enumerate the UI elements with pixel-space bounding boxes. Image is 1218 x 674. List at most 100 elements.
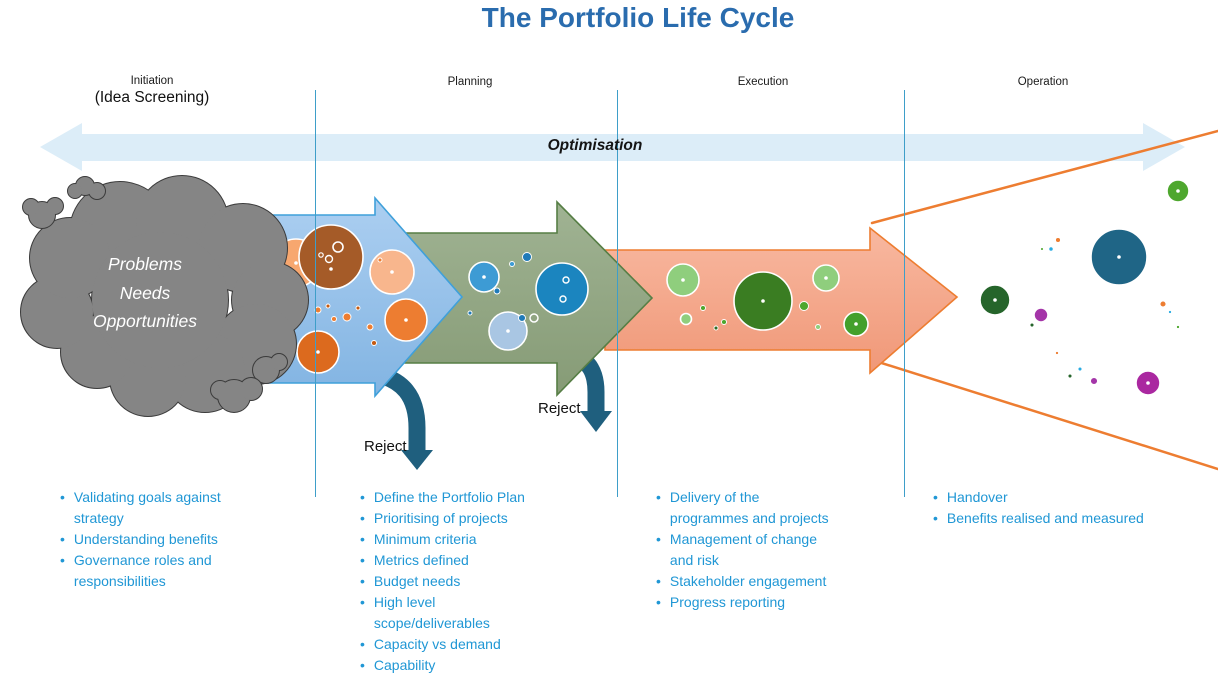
bubble <box>535 262 589 316</box>
bullet-icon: • <box>656 489 661 505</box>
bubble <box>1167 309 1173 315</box>
list-item-text: Metrics defined <box>373 552 469 568</box>
list-item: •Validating goals against strategy <box>60 487 320 529</box>
bubble-center-dot <box>993 298 997 302</box>
bubble <box>1029 322 1035 328</box>
list-item: •Progress reporting <box>656 592 906 613</box>
bubble-center-dot <box>482 275 486 279</box>
bullet-icon: • <box>656 531 661 547</box>
bubble <box>1090 377 1098 385</box>
bubble <box>1159 300 1167 308</box>
list-item-text: Prioritising of projects <box>373 510 508 526</box>
list-item: •Handover <box>933 487 1215 508</box>
list-item: •Understanding benefits <box>60 529 320 550</box>
list-item: • Stakeholder engagement <box>656 571 906 592</box>
bubble <box>325 303 331 309</box>
bullet-icon: • <box>360 489 365 505</box>
list-item-text: Capability <box>373 657 436 673</box>
bubble <box>522 252 532 262</box>
list-item: • Capability <box>360 655 610 674</box>
reject-label-2: Reject <box>538 400 581 417</box>
cloud-line-2: Needs <box>119 282 171 303</box>
list-item: • Benefits realised and measured <box>933 508 1215 529</box>
phase-divider-2 <box>617 90 618 497</box>
optimisation-banner-arrow <box>40 123 1185 171</box>
bubble <box>342 312 352 322</box>
bubble-center-dot <box>1176 189 1180 193</box>
list-item-text: Benefits realised and measured <box>946 510 1144 526</box>
cloud-puff <box>30 218 110 298</box>
list-item-text: Define the Portfolio Plan <box>373 489 525 505</box>
execution-bubbles <box>666 263 869 337</box>
cloud-puff <box>23 199 39 215</box>
list-item-text: Budget needs <box>373 573 461 589</box>
bubble <box>1077 366 1083 372</box>
bubble <box>509 261 515 267</box>
bubble <box>324 254 334 264</box>
bullet-icon: • <box>933 510 938 526</box>
cloud-puff <box>68 184 82 198</box>
bubble-center-dot <box>1146 381 1150 385</box>
reject-label-1: Reject <box>364 438 407 455</box>
list-item: •Management of change and risk <box>656 529 906 571</box>
bullet-icon: • <box>360 657 365 673</box>
bubble-center-dot <box>390 270 394 274</box>
operation-bubbles <box>979 179 1190 396</box>
phase-label-execution: Execution <box>737 76 789 88</box>
operation-list: •Handover • Benefits realised and measured <box>933 487 1215 529</box>
cloud-puff <box>89 183 105 199</box>
bubble-center-dot <box>824 276 828 280</box>
bubble <box>679 312 693 326</box>
list-item-text: Stakeholder engagement <box>669 573 827 589</box>
bullet-icon: • <box>360 552 365 568</box>
bubble <box>815 324 821 330</box>
funnel-line-top <box>870 129 1218 225</box>
bubble-center-dot <box>761 299 765 303</box>
cloud-puff <box>240 378 262 400</box>
bubble-center-dot <box>854 322 858 326</box>
bullet-icon: • <box>656 573 661 589</box>
bubble-center-dot <box>681 278 685 282</box>
list-item: •High level scope/deliverables <box>360 592 610 634</box>
list-item-text: Governance roles and responsibilities <box>73 552 212 589</box>
bubble <box>1040 247 1044 251</box>
cloud-puff <box>47 198 63 214</box>
list-item: • Metrics defined <box>360 550 610 571</box>
cloud-line-3: Opportunities <box>92 311 198 331</box>
bubble <box>467 310 473 316</box>
bubble-center-dot <box>506 329 510 333</box>
list-item: •Prioritising of projects <box>360 508 610 529</box>
bullet-icon: • <box>60 489 65 505</box>
bubble <box>529 313 539 323</box>
bubble <box>331 316 337 322</box>
planning-bubbles <box>467 252 589 351</box>
bubble <box>518 314 526 322</box>
bubble <box>1055 237 1061 243</box>
list-item: • Define the Portfolio Plan <box>360 487 610 508</box>
cloud-puff <box>211 381 229 399</box>
bubble <box>713 325 719 331</box>
bubble <box>1033 307 1049 323</box>
list-item: •Minimum criteria <box>360 529 610 550</box>
bubble <box>559 295 567 303</box>
bubble <box>493 287 501 295</box>
list-item: •Budget needs <box>360 571 610 592</box>
planning-list: •Define the Portfolio Plan•Prioritising … <box>360 487 610 674</box>
bubble <box>799 301 809 311</box>
bubble <box>329 267 333 271</box>
optimisation-label: Optimisation <box>547 137 643 154</box>
funnel-line-bottom <box>870 358 1218 471</box>
phase-sublabel-initiation: (Idea Screening) <box>94 89 210 106</box>
bubble <box>1067 373 1073 379</box>
bullet-icon: • <box>60 552 65 568</box>
phase-label-initiation: Initiation <box>130 75 174 87</box>
list-item-text: Capacity vs demand <box>373 636 501 652</box>
bubble-center-dot <box>404 318 408 322</box>
list-item-text: Progress reporting <box>669 594 786 610</box>
list-item: •Capacity vs demand <box>360 634 610 655</box>
bubble <box>377 257 383 263</box>
cloud-shape <box>20 175 309 417</box>
bubble <box>371 340 377 346</box>
